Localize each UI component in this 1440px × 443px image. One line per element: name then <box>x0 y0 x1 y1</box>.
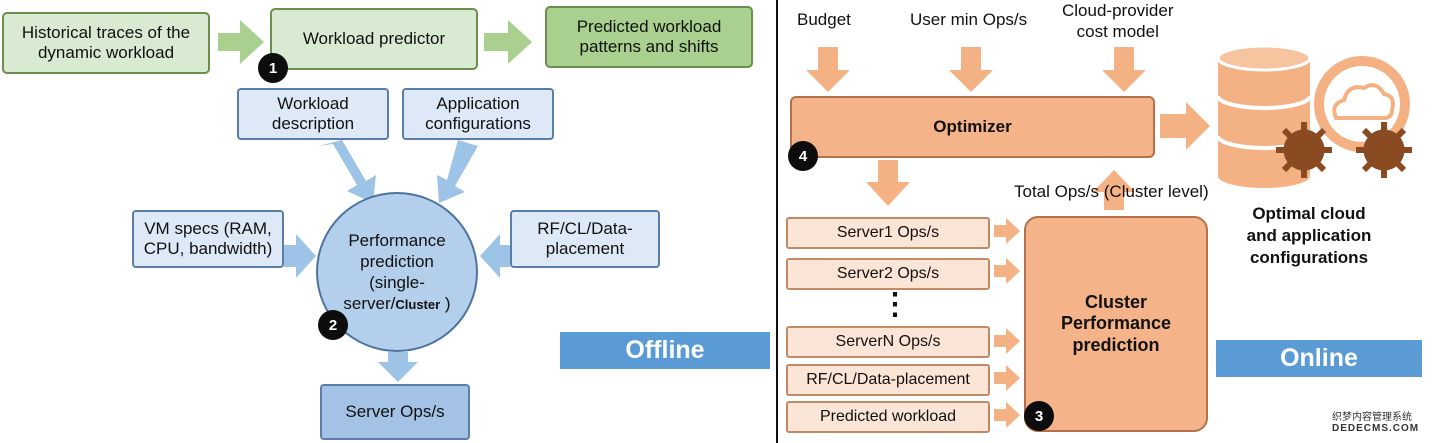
predicted-patterns-box: Predicted workload patterns and shifts <box>545 6 753 68</box>
optimal-configurations-label: Optimal cloud and application configurat… <box>1246 204 1372 268</box>
arrow-vmspecs-to-perf <box>284 234 316 278</box>
section-divider <box>776 0 778 443</box>
arrow-appconfig-to-perf <box>437 140 478 203</box>
cluster-performance-box: Cluster Performance prediction <box>1024 216 1208 432</box>
server2-ops-box: Server2 Ops/s <box>786 258 990 290</box>
workload-predictor-box: Workload predictor <box>270 8 478 70</box>
arrow-server1-to-cluster <box>994 218 1020 244</box>
user-min-ops-label: User min Ops/s <box>910 10 1028 29</box>
arrow-perf-to-serverops <box>378 352 418 382</box>
gear-icon <box>1276 122 1332 178</box>
budget-label: Budget <box>797 10 851 29</box>
watermark-domain: DEDECMS.COM <box>1332 423 1420 434</box>
step-badge-2: 2 <box>318 310 348 340</box>
offline-banner: Offline <box>560 332 770 369</box>
arrow-predictor-to-patterns <box>484 20 532 64</box>
application-configurations-box: Application configurations <box>402 88 554 140</box>
performance-prediction-label: Performance prediction (single- server/ <box>343 230 446 314</box>
arrow-serverN-to-cluster <box>994 328 1020 354</box>
predicted-workload-box: Predicted workload <box>786 401 990 433</box>
arrow-budget-to-optimizer <box>806 47 850 92</box>
watermark-text: 织梦内容管理系统 <box>1332 412 1412 423</box>
arrow-rfcl-to-perf <box>480 234 510 278</box>
arrow-costmodel-to-optimizer <box>1102 47 1146 92</box>
arrow-cluster-to-optimizer <box>1093 170 1135 210</box>
server-ops-box: Server Ops/s <box>320 384 470 440</box>
step-badge-3: 3 <box>1024 401 1054 431</box>
ellipsis-dots: ⋮ <box>880 288 910 321</box>
step-badge-1: 1 <box>258 53 288 83</box>
cost-model-label: Cloud-provider cost model <box>1062 1 1174 42</box>
arrow-optimizer-to-output <box>1160 102 1210 150</box>
gear-icon <box>1356 122 1412 178</box>
arrow-optimizer-to-servers <box>866 160 910 206</box>
serverN-ops-box: ServerN Ops/s <box>786 326 990 358</box>
total-ops-label: Total Ops/s (Cluster level) <box>1014 182 1209 201</box>
cluster-label: Cluster <box>395 297 441 313</box>
arrow-workload-desc-to-perf <box>318 140 376 203</box>
arrow-rfcl-to-cluster <box>994 365 1020 391</box>
online-banner: Online <box>1216 340 1422 377</box>
step-badge-4: 4 <box>788 141 818 171</box>
vm-specs-box: VM specs (RAM, CPU, bandwidth) <box>132 210 284 268</box>
rf-cl-placement-online-box: RF/CL/Data-placement <box>786 364 990 396</box>
arrow-server2-to-cluster <box>994 258 1020 284</box>
server1-ops-box: Server1 Ops/s <box>786 217 990 249</box>
performance-prediction-circle: Performance prediction (single- server/C… <box>316 192 478 352</box>
arrow-traces-to-predictor <box>218 20 264 64</box>
arrow-predworkload-to-cluster <box>994 402 1020 428</box>
arrow-userminops-to-optimizer <box>949 47 993 92</box>
historical-traces-box: Historical traces of the dynamic workloa… <box>2 12 210 74</box>
optimizer-box: Optimizer <box>790 96 1155 158</box>
rf-cl-placement-box: RF/CL/Data- placement <box>510 210 660 268</box>
performance-prediction-close: ) <box>440 294 451 314</box>
workload-description-box: Workload description <box>237 88 389 140</box>
